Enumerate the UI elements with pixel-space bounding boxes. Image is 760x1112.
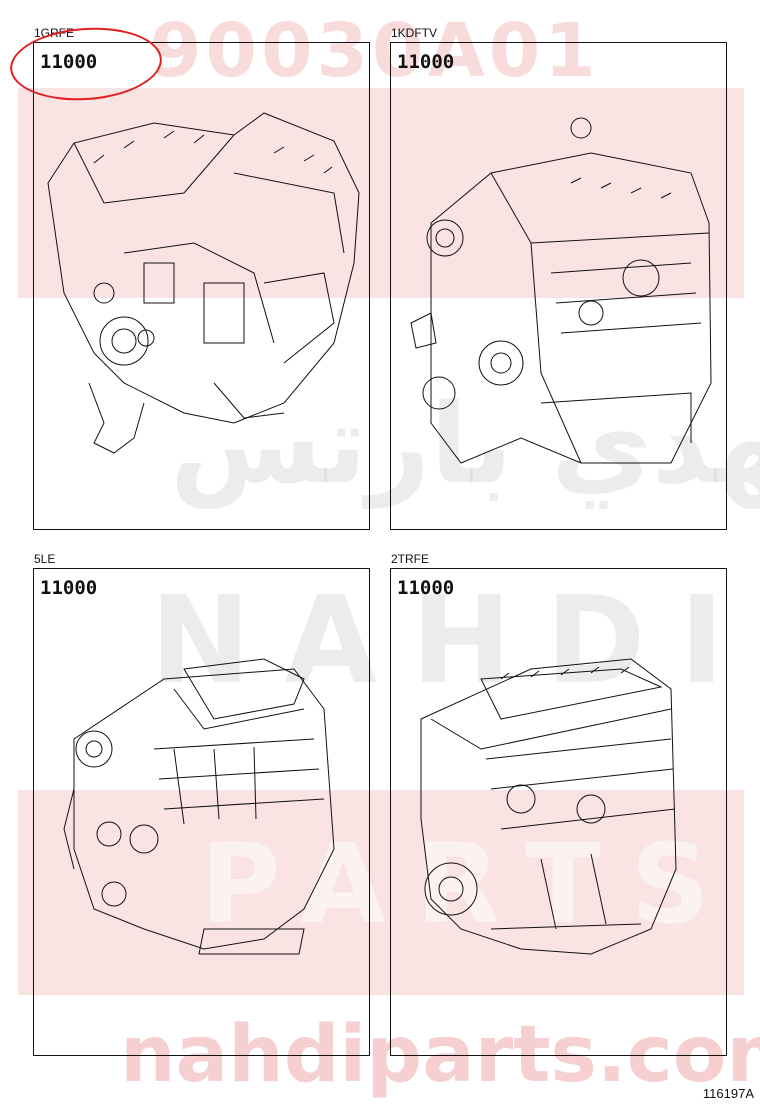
engine-panel-2trfe[interactable]: 11000 [390, 568, 727, 1056]
watermark-band-bottom [18, 790, 744, 995]
watermark-band-top [18, 88, 744, 298]
part-number-2trfe: 11000 [397, 577, 455, 599]
panel-code-1grfe: 1GRFE [34, 26, 75, 40]
watermark-code: 90030A01 [150, 8, 600, 94]
engine-drawing-v6 [47, 112, 360, 454]
engine-drawing-inline4-2trfe [420, 658, 677, 955]
part-number-1grfe: 11000 [40, 51, 98, 73]
watermark-brand-line2: PARTS [200, 820, 740, 948]
figure-id: 116197A [702, 1086, 754, 1101]
part-number-1kdftv: 11000 [397, 51, 455, 73]
watermark-brand: NAHDI [150, 572, 758, 711]
engine-panel-1kdftv[interactable]: 11000 [390, 42, 727, 530]
engine-panel-5le[interactable]: 11000 [33, 568, 370, 1056]
engine-drawing-inline4-5le [63, 658, 335, 955]
panel-code-2trfe: 2TRFE [391, 552, 430, 566]
part-number-5le: 11000 [40, 577, 98, 599]
panel-code-1kdftv: 1KDFTV [391, 26, 438, 40]
panel-code-5le: 5LE [34, 552, 56, 566]
watermark-arabic: نهدي بارتس [170, 380, 760, 508]
engine-drawing-inline4-diesel [410, 117, 712, 464]
engine-panel-1grfe[interactable]: 11000 [33, 42, 370, 530]
